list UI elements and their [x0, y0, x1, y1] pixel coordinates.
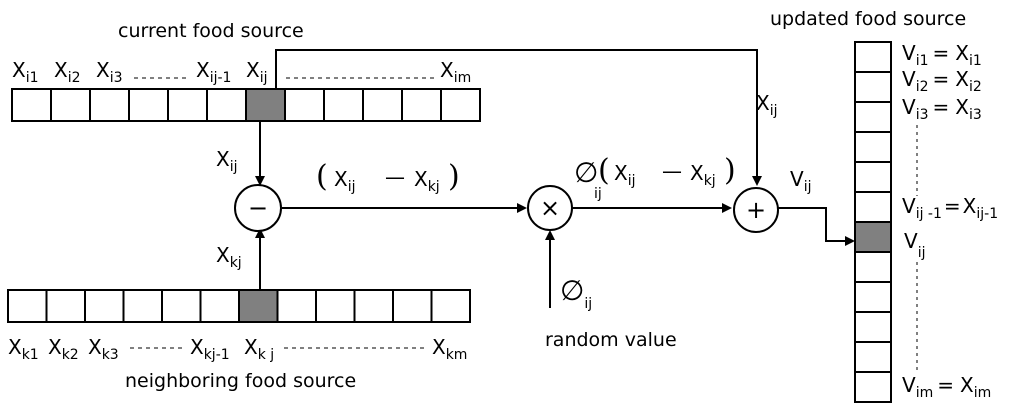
- svg-text:ij: ij: [594, 186, 602, 202]
- neighboring-food-source-row: [7, 289, 471, 323]
- neighbor-row-cell: [7, 289, 48, 323]
- plus-sign: +: [746, 196, 766, 224]
- svg-text:Xij: Xij: [614, 161, 635, 189]
- svg-text:(: (: [316, 159, 328, 194]
- neighbor-row-cell: [122, 289, 163, 323]
- current-row-cell: [167, 88, 208, 122]
- x-im-label: Xim: [440, 58, 471, 86]
- v-im-label: Vim=Xim: [902, 373, 991, 401]
- current-row-highlighted-cell: [245, 88, 286, 122]
- neighbor-row-highlighted-cell: [238, 289, 279, 323]
- edge-label-xij-down: Xij: [216, 147, 237, 175]
- minus-sign: −: [248, 194, 268, 222]
- minus-node: −: [234, 184, 282, 232]
- x-k1-label: Xk1: [8, 335, 39, 363]
- v-i2-label: Vi2=Xi2: [902, 67, 982, 95]
- updated-column-cell: [854, 371, 892, 403]
- edge-label-xkj-up: Xkj: [216, 243, 242, 271]
- current-row-cell: [50, 88, 91, 122]
- v-ij-1-label: Vij -1=Xij-1: [902, 194, 998, 222]
- random-value-label: random value: [545, 329, 677, 351]
- x-kj-1-label: Xkj-1: [190, 335, 230, 363]
- current-row-cell: [128, 88, 169, 122]
- current-row-cell: [323, 88, 364, 122]
- updated-column-cell: [854, 281, 892, 313]
- svg-text:): ): [448, 159, 460, 194]
- x-k3-label: Xk3: [88, 335, 119, 363]
- current-row-cell: [11, 88, 52, 122]
- current-food-source-row: [11, 88, 481, 122]
- phi-random-label: ∅ij: [560, 274, 592, 312]
- times-sign: ×: [540, 194, 560, 222]
- updated-column-cell: [854, 341, 892, 373]
- updated-column-cell: [854, 71, 892, 103]
- current-food-source-label: current food source: [118, 20, 304, 42]
- v-i1-label: Vi1=Xi1: [902, 41, 982, 69]
- current-row-cell: [89, 88, 130, 122]
- x-ij-1-label: Xij-1: [196, 58, 231, 86]
- updated-column-cell: [854, 131, 892, 163]
- current-row-cell: [362, 88, 403, 122]
- updated-column-cell: [854, 191, 892, 223]
- x-k2-label: Xk2: [48, 335, 79, 363]
- updated-column-cell: [854, 41, 892, 73]
- svg-text:∅: ∅: [574, 156, 598, 189]
- x-km-label: Xkm: [432, 335, 467, 363]
- edge-label-vij: Vij: [790, 167, 811, 195]
- neighbor-row-cell: [430, 289, 471, 323]
- svg-text:—: —: [385, 165, 405, 189]
- neighbor-row-cell: [161, 289, 202, 323]
- svg-text:Xij: Xij: [334, 167, 355, 195]
- svg-text:Xkj: Xkj: [690, 161, 716, 189]
- edge-xij-to-plus: [275, 49, 762, 186]
- neighbor-row-cell: [276, 289, 317, 323]
- updated-column-cell: [854, 101, 892, 133]
- neighbor-row-cell: [353, 289, 394, 323]
- plus-node: +: [733, 187, 779, 233]
- current-row-cell: [206, 88, 247, 122]
- x-ij-label: Xij: [246, 58, 267, 86]
- svg-text:): ): [724, 153, 736, 188]
- x-i1-label: Xi1: [12, 58, 39, 86]
- updated-column-cell: [854, 311, 892, 343]
- neighbor-row-cell: [315, 289, 356, 323]
- x-i2-label: Xi2: [54, 58, 81, 86]
- svg-text:—: —: [662, 159, 682, 183]
- neighboring-food-source-label: neighboring food source: [125, 370, 356, 392]
- updated-column-highlighted-cell: [854, 221, 892, 253]
- v-i3-label: Vi3=Xi3: [902, 95, 982, 123]
- connections: [255, 49, 855, 308]
- times-node: ×: [527, 185, 573, 231]
- edge-plus-to-updated: [778, 207, 855, 246]
- updated-food-source-column: [854, 41, 892, 403]
- difference-expression: ( Xij — Xkj ): [316, 159, 460, 195]
- current-row-labels: Xi1 Xi2 Xi3 Xij-1 Xij Xim: [12, 58, 471, 86]
- svg-text:(: (: [598, 153, 610, 188]
- current-row-cell: [401, 88, 442, 122]
- updated-column-labels: Vi1=Xi1 Vi2=Xi2 Vi3=Xi3 Vij -1=Xij-1 Vij…: [902, 41, 998, 401]
- neighbor-row-cell: [45, 289, 86, 323]
- neighbor-row-labels: Xk1 Xk2 Xk3 Xkj-1 Xk j Xkm: [8, 335, 467, 363]
- x-i3-label: Xi3: [96, 58, 123, 86]
- neighbor-row-cell: [199, 289, 240, 323]
- edge-label-xij-right: Xij: [756, 91, 777, 119]
- v-ij-label: Vij: [904, 229, 925, 261]
- updated-food-source-label: updated food source: [770, 8, 966, 30]
- x-kj-label: Xk j: [244, 335, 274, 363]
- current-row-cell: [440, 88, 481, 122]
- svg-text:Xkj: Xkj: [414, 167, 440, 195]
- updated-column-cell: [854, 251, 892, 283]
- updated-column-cell: [854, 161, 892, 193]
- neighbor-row-cell: [84, 289, 125, 323]
- neighbor-row-cell: [392, 289, 433, 323]
- phi-product-expression: ∅ ij ( Xij — Xkj ): [574, 153, 736, 202]
- current-row-cell: [284, 88, 325, 122]
